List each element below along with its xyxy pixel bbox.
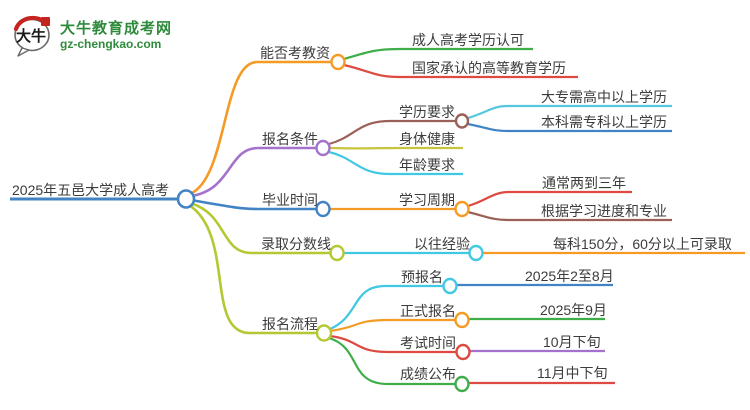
edge-requirements-age [328, 150, 463, 176]
node-education-college: 大专需高中以上学历 [541, 89, 667, 105]
edge-requirements-education [328, 119, 456, 146]
node-teacher-cert-recognized: 成人高考学历认可 [412, 32, 524, 48]
logo-seal-icon [41, 17, 50, 26]
node-study-period: 学习周期 [399, 192, 455, 208]
node-results: 成绩公布 [400, 366, 456, 382]
node-education: 学历要求 [399, 104, 455, 120]
node-circle-teacher-cert [330, 53, 346, 71]
node-process: 报名流程 [262, 316, 318, 332]
node-pre-register: 预报名 [401, 269, 443, 285]
edge-process-pre-register [329, 284, 443, 331]
node-circle-root [176, 189, 196, 209]
node-official-register: 正式报名 [400, 303, 456, 319]
logo: 大牛 大牛教育成考网 gz-chengkao.com [12, 12, 172, 58]
node-exam-time-value: 10月下旬 [543, 334, 601, 350]
node-circle-results [454, 375, 470, 393]
node-circle-requirements [315, 139, 331, 157]
edge-root-admission-score [189, 201, 330, 255]
logo-bubble-icon: 大牛 [13, 15, 50, 57]
edge-root-requirements [190, 146, 317, 198]
node-score-detail: 每科150分，60分以上可录取 [553, 236, 732, 252]
node-circle-experience [468, 244, 484, 262]
edge-study-period-duration [467, 190, 632, 208]
node-circle-process [315, 324, 333, 342]
node-circle-pre-register [442, 277, 458, 295]
node-teacher-cert-state: 国家承认的高等教育学历 [412, 60, 566, 76]
node-experience: 以往经验 [414, 236, 470, 252]
node-admission-score: 录取分数线 [261, 236, 331, 252]
node-root: 2025年五邑大学成人高考 [12, 182, 170, 198]
logo-url: gz-chengkao.com [60, 36, 162, 51]
node-graduation: 毕业时间 [262, 192, 318, 208]
node-education-bachelor: 本科需专科以上学历 [541, 114, 667, 130]
edge-teacher-cert-recognized [343, 47, 533, 61]
node-results-value: 11月中下旬 [537, 365, 608, 381]
node-health: 身体健康 [399, 131, 455, 147]
node-circle-graduation [315, 200, 331, 218]
node-circle-study-period [454, 200, 470, 218]
node-duration: 通常两到三年 [542, 175, 626, 191]
edge-teacher-cert-state [343, 63, 578, 79]
logo-title: 大牛教育成考网 [60, 19, 173, 37]
edge-process-results [328, 336, 455, 386]
edge-root-process [188, 203, 317, 335]
node-pre-register-value: 2025年2至8月 [525, 268, 614, 284]
node-teacher-cert: 能否考教资 [260, 45, 330, 61]
edge-education-college [467, 104, 672, 120]
logo-icon-text: 大牛 [16, 27, 46, 45]
edge-process-exam-time [329, 334, 456, 354]
node-circle-admission-score [329, 244, 345, 262]
node-depends: 根据学习进度和专业 [541, 203, 667, 219]
edge-study-period-depends [467, 210, 672, 222]
edge-process-official-register [329, 318, 455, 333]
edge-root-teacher-cert [189, 60, 331, 196]
edge-education-bachelor [467, 122, 672, 133]
node-age: 年龄要求 [399, 157, 455, 173]
node-circle-education [454, 113, 470, 129]
node-requirements: 报名条件 [262, 131, 318, 147]
node-circle-exam-time [455, 343, 471, 361]
node-exam-time: 考试时间 [400, 335, 456, 351]
edge-root-graduation [190, 198, 316, 211]
node-circle-official-register [454, 311, 470, 329]
node-official-register-value: 2025年9月 [540, 302, 607, 318]
